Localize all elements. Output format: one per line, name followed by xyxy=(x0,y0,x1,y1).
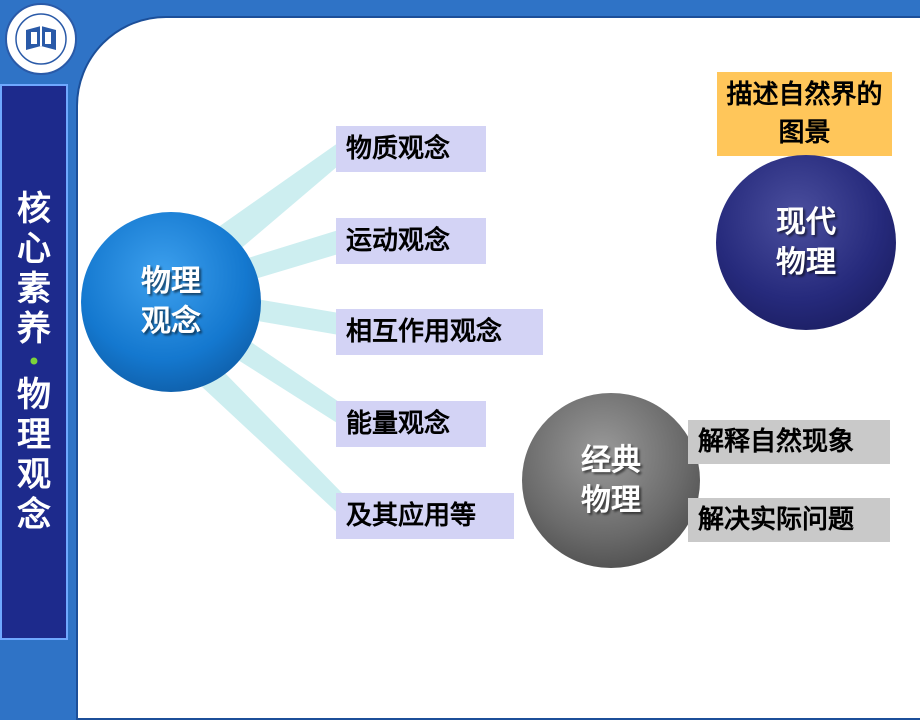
concept-label-energy: 能量观念 xyxy=(336,401,486,447)
physics-concept-circle: 物理 观念 xyxy=(81,212,261,392)
modern-physics-line2: 物理 xyxy=(776,244,836,280)
classical-physics-line1: 经典 xyxy=(581,442,641,478)
concept-label-applications: 及其应用等 xyxy=(336,493,514,539)
concept-connectors xyxy=(200,138,345,520)
classical-physics-line2: 物理 xyxy=(581,482,641,518)
classical-note-solve: 解决实际问题 xyxy=(688,498,890,542)
sidebar-separator-dot: • xyxy=(26,348,42,376)
sidebar-title-panel: 核心素养 • 物理观念 xyxy=(0,84,68,640)
connector-2 xyxy=(235,228,345,282)
concept-label-motion: 运动观念 xyxy=(336,218,486,264)
classical-note-explain: 解释自然现象 xyxy=(688,420,890,464)
connector-1 xyxy=(200,138,345,262)
connector-4 xyxy=(238,338,345,428)
modern-physics-line1: 现代 xyxy=(776,204,836,240)
school-emblem-logo xyxy=(5,3,77,75)
modern-physics-circle: 现代 物理 xyxy=(716,155,896,330)
sidebar-title-top: 核心素养 xyxy=(17,189,51,349)
concept-label-matter: 物质观念 xyxy=(336,126,486,172)
connector-5 xyxy=(200,370,345,520)
physics-concept-line1: 物理 xyxy=(141,264,201,299)
connector-3 xyxy=(250,298,345,336)
classical-physics-circle: 经典 物理 xyxy=(522,393,700,568)
modern-physics-note: 描述自然界的图景 xyxy=(717,72,892,156)
concept-label-interaction: 相互作用观念 xyxy=(336,309,543,355)
physics-concept-line2: 观念 xyxy=(141,304,201,339)
sidebar-title-bottom: 物理观念 xyxy=(17,375,51,535)
